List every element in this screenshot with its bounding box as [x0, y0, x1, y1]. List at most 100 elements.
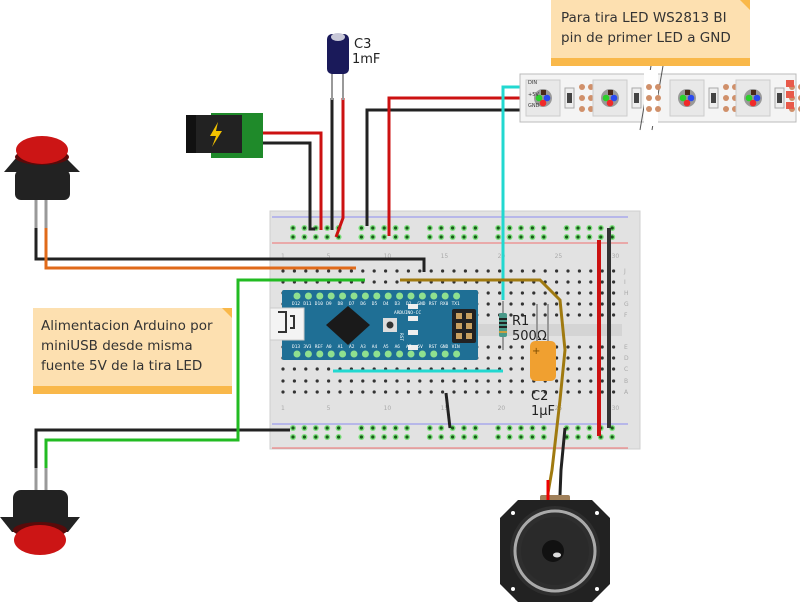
breadboard-hole	[566, 291, 570, 295]
capacitor-c2: +	[530, 304, 556, 381]
breadboard-hole	[589, 356, 593, 360]
breadboard-hole	[600, 367, 604, 371]
arduino-pin-label: GND	[440, 344, 448, 350]
rail-hole	[428, 235, 432, 239]
breadboard-hole	[600, 356, 604, 360]
rail-hole	[371, 426, 375, 430]
arduino-pin-label: D5	[372, 301, 378, 307]
rail-hole	[314, 235, 318, 239]
rail-hole	[291, 226, 295, 230]
breadboard-hole	[315, 379, 319, 383]
breadboard-hole	[452, 390, 456, 394]
note-bar	[551, 58, 750, 66]
row-letter: C	[624, 366, 628, 373]
breadboard-hole	[577, 367, 582, 371]
strip-pad	[723, 84, 729, 90]
breadboard-hole	[498, 269, 502, 273]
rail-hole	[359, 435, 363, 439]
wire-orange-button1	[44, 228, 356, 270]
breadboard-hole	[577, 379, 582, 383]
led-green	[679, 94, 687, 102]
breadboard-hole	[589, 302, 593, 306]
breadboard-hole	[577, 269, 582, 273]
rail-hole	[542, 426, 546, 430]
led-blue	[753, 94, 761, 102]
rail-hole	[371, 435, 375, 439]
breadboard-hole	[600, 379, 604, 383]
led-die	[541, 90, 546, 95]
breadboard-hole	[384, 390, 388, 394]
led-body	[744, 89, 762, 107]
rail-hole	[473, 435, 477, 439]
breadboard-hole	[384, 280, 388, 284]
row-letter: H	[624, 290, 629, 297]
breadboard-hole	[589, 367, 593, 371]
arduino-pin	[384, 292, 392, 300]
strip-pad	[579, 95, 585, 101]
rail-hole	[439, 226, 443, 230]
rail-hole	[428, 435, 432, 439]
breadboard-hole	[418, 390, 422, 394]
breadboard-hole	[406, 269, 410, 273]
led-die	[608, 90, 613, 95]
breadboard-hole	[498, 379, 502, 383]
strip-resistor-body	[777, 93, 782, 103]
rail-hole	[394, 426, 398, 430]
breadboard-hole	[543, 269, 547, 273]
note-arduino-power-line-1: Alimentacion Arduino por	[41, 318, 213, 334]
rail-hole	[496, 226, 500, 230]
strip-resistor-body	[634, 93, 639, 103]
breadboard-hole	[555, 390, 559, 394]
rail-hole	[428, 426, 432, 430]
breadboard-hole	[509, 356, 513, 360]
rail-hole	[610, 235, 614, 239]
breadboard-hole	[452, 269, 456, 273]
breadboard-hole	[281, 269, 285, 273]
breadboard-hole	[429, 379, 433, 383]
led-body	[534, 89, 552, 107]
breadboard-hole	[486, 356, 490, 360]
led-blue	[610, 94, 618, 102]
rail-hole	[302, 235, 306, 239]
breadboard-hole	[315, 367, 319, 371]
resistor-r1	[499, 301, 507, 350]
breadboard-hole	[577, 345, 582, 349]
breadboard-hole	[338, 390, 342, 394]
led-red	[606, 99, 614, 107]
breadboard-hole	[498, 291, 502, 295]
breadboard-hole	[566, 367, 570, 371]
breadboard-hole	[566, 302, 570, 306]
breadboard-hole	[520, 390, 525, 394]
rail-hole	[565, 226, 569, 230]
rail-hole	[519, 226, 523, 230]
rail-hole	[610, 435, 614, 439]
breadboard-hole	[486, 313, 490, 317]
breadboard-hole	[475, 379, 479, 383]
rail-hole	[519, 435, 523, 439]
breadboard-hole	[406, 379, 410, 383]
breadboard-hole	[555, 379, 559, 383]
breadboard-hole	[395, 280, 399, 284]
rail-hole	[610, 426, 614, 430]
column-number: 5	[327, 405, 331, 412]
arduino-pin	[407, 350, 415, 358]
strip-pad	[655, 84, 661, 90]
rail-hole	[587, 435, 592, 439]
arduino-pin-label: A7	[406, 344, 412, 350]
arduino-pin-label: RST	[429, 344, 437, 350]
strip-pad	[646, 95, 652, 101]
power-jack	[186, 113, 263, 158]
breadboard-hole	[509, 313, 513, 317]
breadboard-hole	[520, 367, 525, 371]
svg-text:+: +	[532, 346, 540, 357]
breadboard-hole	[395, 379, 399, 383]
breadboard-hole	[475, 269, 479, 273]
speaker	[500, 480, 610, 602]
breadboard-hole	[589, 379, 593, 383]
breadboard-hole	[532, 302, 536, 306]
breadboard-hole	[463, 379, 467, 383]
arduino-pin	[453, 292, 461, 300]
arduino-pin-label: D8	[338, 301, 344, 307]
breadboard-hole	[566, 313, 570, 317]
note-led-strip-line-2: pin de primer LED a GND	[561, 30, 731, 46]
